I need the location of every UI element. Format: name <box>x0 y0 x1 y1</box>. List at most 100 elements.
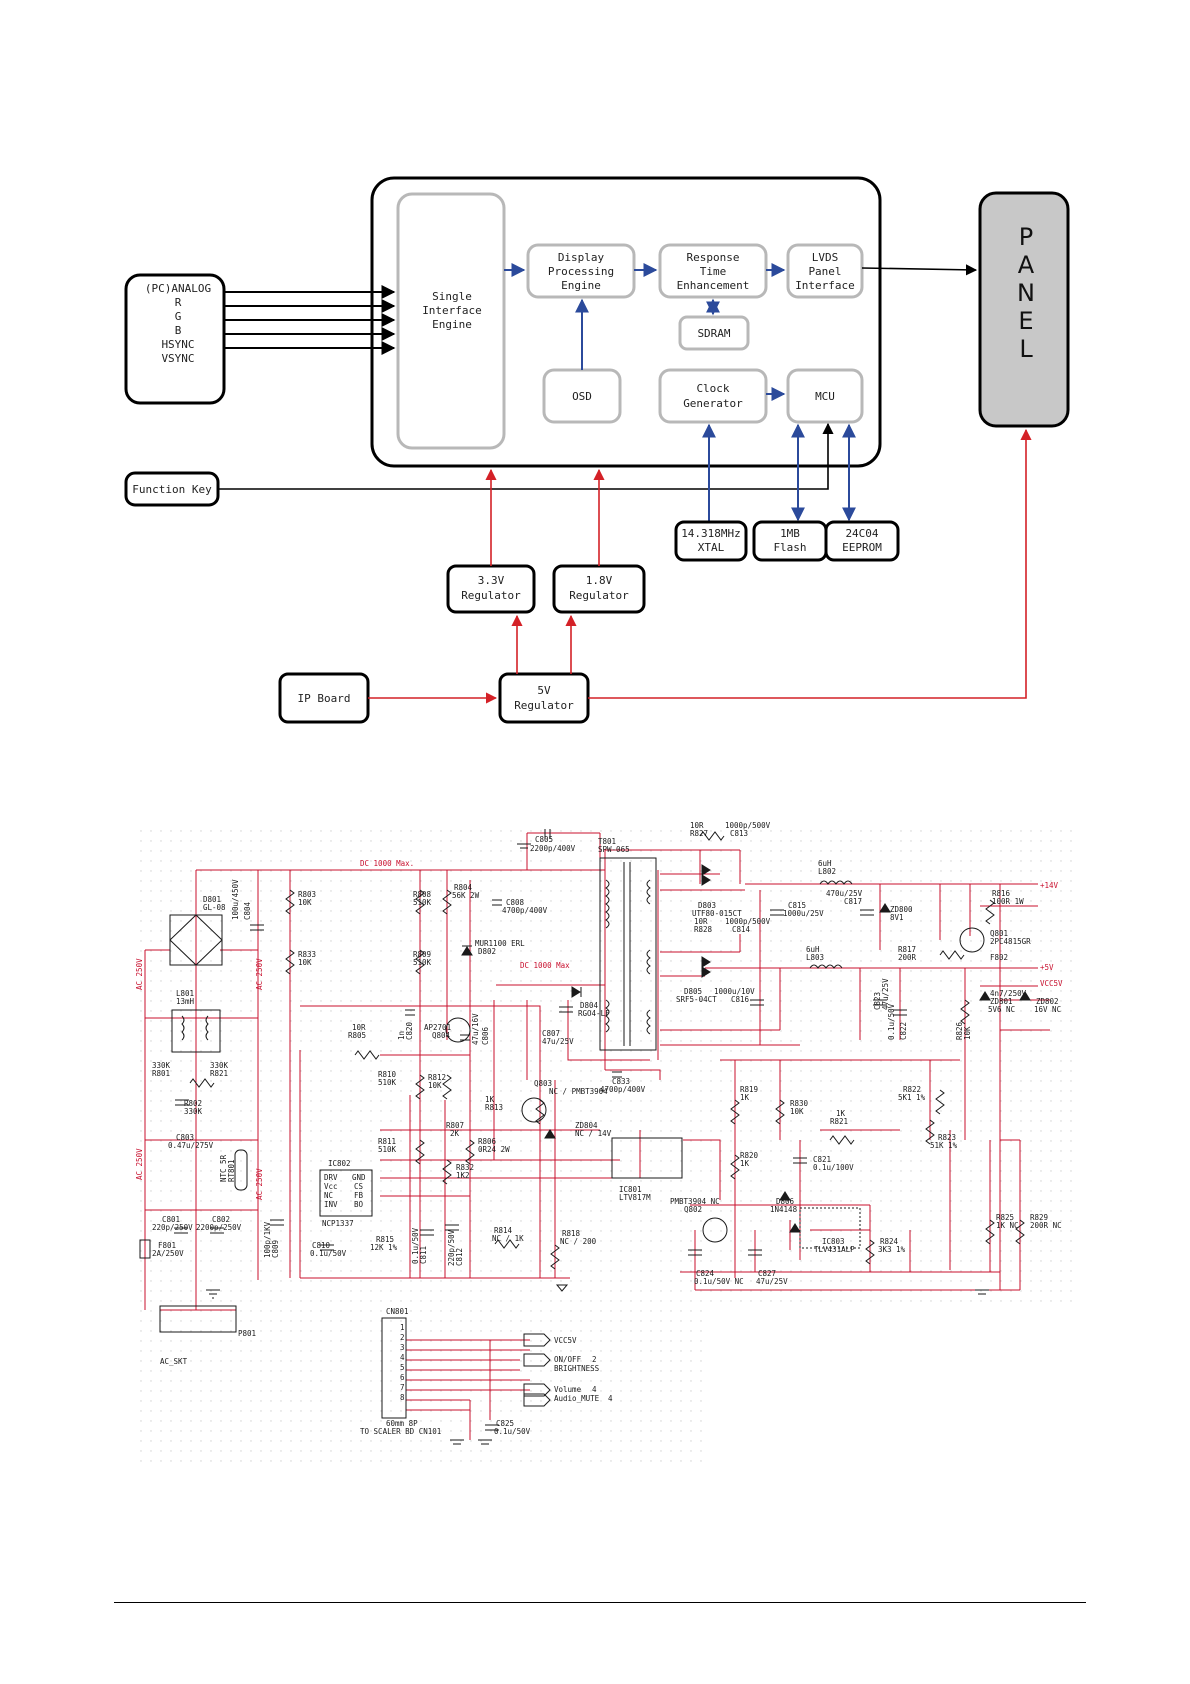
svg-text:Volume: Volume <box>554 1385 582 1394</box>
svg-text:510K: 510K <box>413 898 432 907</box>
svg-text:FB: FB <box>354 1191 364 1200</box>
svg-text:GND: GND <box>352 1173 366 1182</box>
svg-text:C824: C824 <box>696 1269 715 1278</box>
svg-text:6: 6 <box>400 1373 405 1382</box>
svg-text:AC 250V: AC 250V <box>255 958 264 990</box>
svg-text:R805: R805 <box>348 1031 366 1040</box>
svg-text:NC: NC <box>324 1191 333 1200</box>
svg-text:R809: R809 <box>413 950 431 959</box>
svg-text:D801: D801 <box>203 895 221 904</box>
svg-text:IC803: IC803 <box>822 1237 845 1246</box>
svg-text:C801: C801 <box>162 1215 180 1224</box>
svg-text:NTC 5R: NTC 5R <box>219 1154 228 1182</box>
svg-text:Q803: Q803 <box>534 1079 552 1088</box>
svg-text:C822: C822 <box>899 1022 908 1040</box>
svg-text:C820: C820 <box>405 1021 414 1040</box>
schematic-labels: DC 1000 Max. DC 1000 Max C805 2200p/400V… <box>135 821 1063 1436</box>
svg-text:100R 1W: 100R 1W <box>992 897 1024 906</box>
svg-text:R824: R824 <box>880 1237 899 1246</box>
svg-text:Q802: Q802 <box>684 1205 702 1214</box>
svg-text:L: L <box>1019 335 1033 363</box>
svg-text:R813: R813 <box>485 1103 503 1112</box>
svg-text:INV: INV <box>324 1200 338 1209</box>
svg-text:L801: L801 <box>176 989 194 998</box>
svg-text:C812: C812 <box>455 1248 464 1266</box>
svg-text:RT801: RT801 <box>227 1159 236 1182</box>
svg-text:C803: C803 <box>176 1133 194 1142</box>
svg-text:R806: R806 <box>478 1137 497 1146</box>
svg-text:2200p/250V: 2200p/250V <box>196 1223 242 1232</box>
svg-text:Audio_MUTE: Audio_MUTE <box>554 1394 600 1403</box>
svg-text:47u/25V: 47u/25V <box>881 978 890 1010</box>
function-key-block: Function Key <box>124 471 220 507</box>
svg-text:D805: D805 <box>684 987 702 996</box>
svg-text:IP Board: IP Board <box>298 692 351 705</box>
svg-text:ZD800: ZD800 <box>890 905 913 914</box>
svg-text:R803: R803 <box>298 890 316 899</box>
svg-text:R816: R816 <box>992 889 1011 898</box>
svg-text:C808: C808 <box>506 898 525 907</box>
svg-text:4700p/400V: 4700p/400V <box>502 906 548 915</box>
schematic-components <box>139 829 1031 1445</box>
svg-text:C823: C823 <box>873 992 882 1010</box>
svg-text:10K: 10K <box>298 898 312 907</box>
svg-text:CS: CS <box>354 1182 364 1191</box>
function-key-line <box>218 422 834 490</box>
svg-text:BRIGHTNESS: BRIGHTNESS <box>554 1364 600 1373</box>
svg-text:R827: R827 <box>690 829 708 838</box>
svg-text:R817: R817 <box>898 945 916 954</box>
osd-block: OSD <box>542 368 622 424</box>
svg-text:4: 4 <box>592 1385 597 1394</box>
svg-text:1K: 1K <box>740 1093 750 1102</box>
internal-signal-arrows <box>504 263 856 522</box>
schematic-grid <box>133 826 1077 1306</box>
svg-text:R801: R801 <box>152 1069 170 1078</box>
ip-board-block: IP Board <box>278 672 370 724</box>
svg-text:220p/250V: 220p/250V <box>152 1223 193 1232</box>
svg-text:R810: R810 <box>378 1070 397 1079</box>
svg-text:C804: C804 <box>243 901 252 920</box>
svg-text:T801: T801 <box>598 837 616 846</box>
svg-text:R802: R802 <box>184 1099 202 1108</box>
svg-text:5K1 1%: 5K1 1% <box>898 1093 926 1102</box>
svg-text:6uH: 6uH <box>818 859 832 868</box>
svg-text:R815: R815 <box>376 1235 394 1244</box>
svg-text:TO SCALER BD CN101: TO SCALER BD CN101 <box>360 1427 441 1436</box>
svg-text:1K2: 1K2 <box>456 1171 470 1180</box>
svg-text:1000u/25V: 1000u/25V <box>783 909 824 918</box>
svg-text:5: 5 <box>400 1363 405 1372</box>
svg-text:330K: 330K <box>210 1061 229 1070</box>
svg-text:2: 2 <box>400 1333 405 1342</box>
svg-text:R821: R821 <box>830 1117 848 1126</box>
svg-text:E: E <box>1018 307 1033 335</box>
svg-text:10K: 10K <box>790 1107 804 1116</box>
svg-text:56K 2W: 56K 2W <box>452 891 480 900</box>
svg-text:470u/25V: 470u/25V <box>826 889 863 898</box>
svg-text:4: 4 <box>608 1394 613 1403</box>
svg-text:C811: C811 <box>419 1246 428 1264</box>
svg-text:TLV431ALP: TLV431ALP <box>814 1245 855 1254</box>
svg-text:1K: 1K <box>740 1159 750 1168</box>
svg-text:2200p/400V: 2200p/400V <box>530 844 576 853</box>
svg-text:C827: C827 <box>758 1269 776 1278</box>
svg-text:47u/25V: 47u/25V <box>756 1277 788 1286</box>
svg-text:0.1u/50V: 0.1u/50V <box>494 1427 531 1436</box>
lvds-to-panel-arrow <box>861 264 978 276</box>
svg-text:P: P <box>1019 223 1033 251</box>
svg-text:1000p/500V: 1000p/500V <box>725 821 771 830</box>
svg-text:R814: R814 <box>494 1226 513 1235</box>
svg-text:R829: R829 <box>1030 1213 1048 1222</box>
svg-text:13mH: 13mH <box>176 997 195 1006</box>
